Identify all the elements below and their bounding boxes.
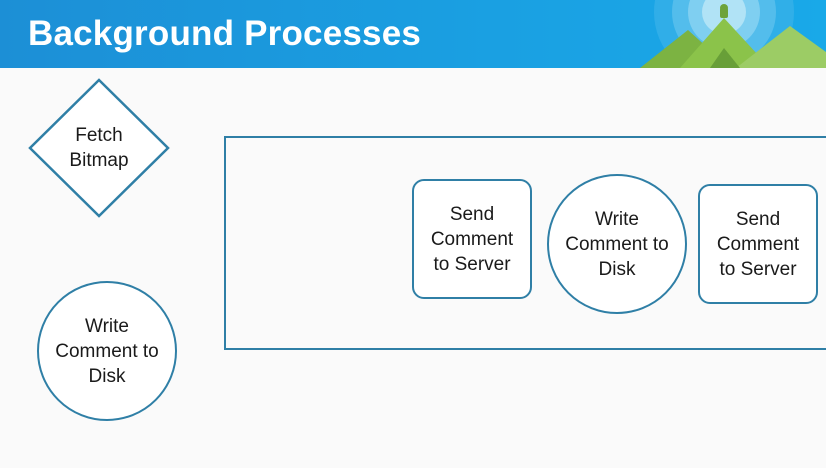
send-comment-to-server-box-2 bbox=[698, 184, 818, 304]
queue-write-comment-to-disk-circle bbox=[547, 174, 687, 314]
header-bar: Background Processes bbox=[0, 0, 826, 68]
send-comment-to-server-box bbox=[412, 179, 532, 299]
write-comment-to-disk-circle bbox=[37, 281, 177, 421]
write-comment-to-disk-label: Write Comment to Disk bbox=[55, 316, 159, 387]
send-comment-to-server-label: Send Comment to Server bbox=[430, 204, 514, 275]
android-mountains-logo bbox=[640, 0, 826, 68]
page-title: Background Processes bbox=[28, 14, 422, 53]
send-comment-to-server-label-2: Send Comment to Server bbox=[716, 209, 800, 280]
queue-write-comment-to-disk-label: Write Comment to Disk bbox=[565, 209, 669, 280]
fetch-bitmap-diamond bbox=[28, 78, 170, 218]
fetch-bitmap-label: Fetch Bitmap bbox=[69, 125, 129, 171]
process-queue-container bbox=[224, 136, 826, 350]
